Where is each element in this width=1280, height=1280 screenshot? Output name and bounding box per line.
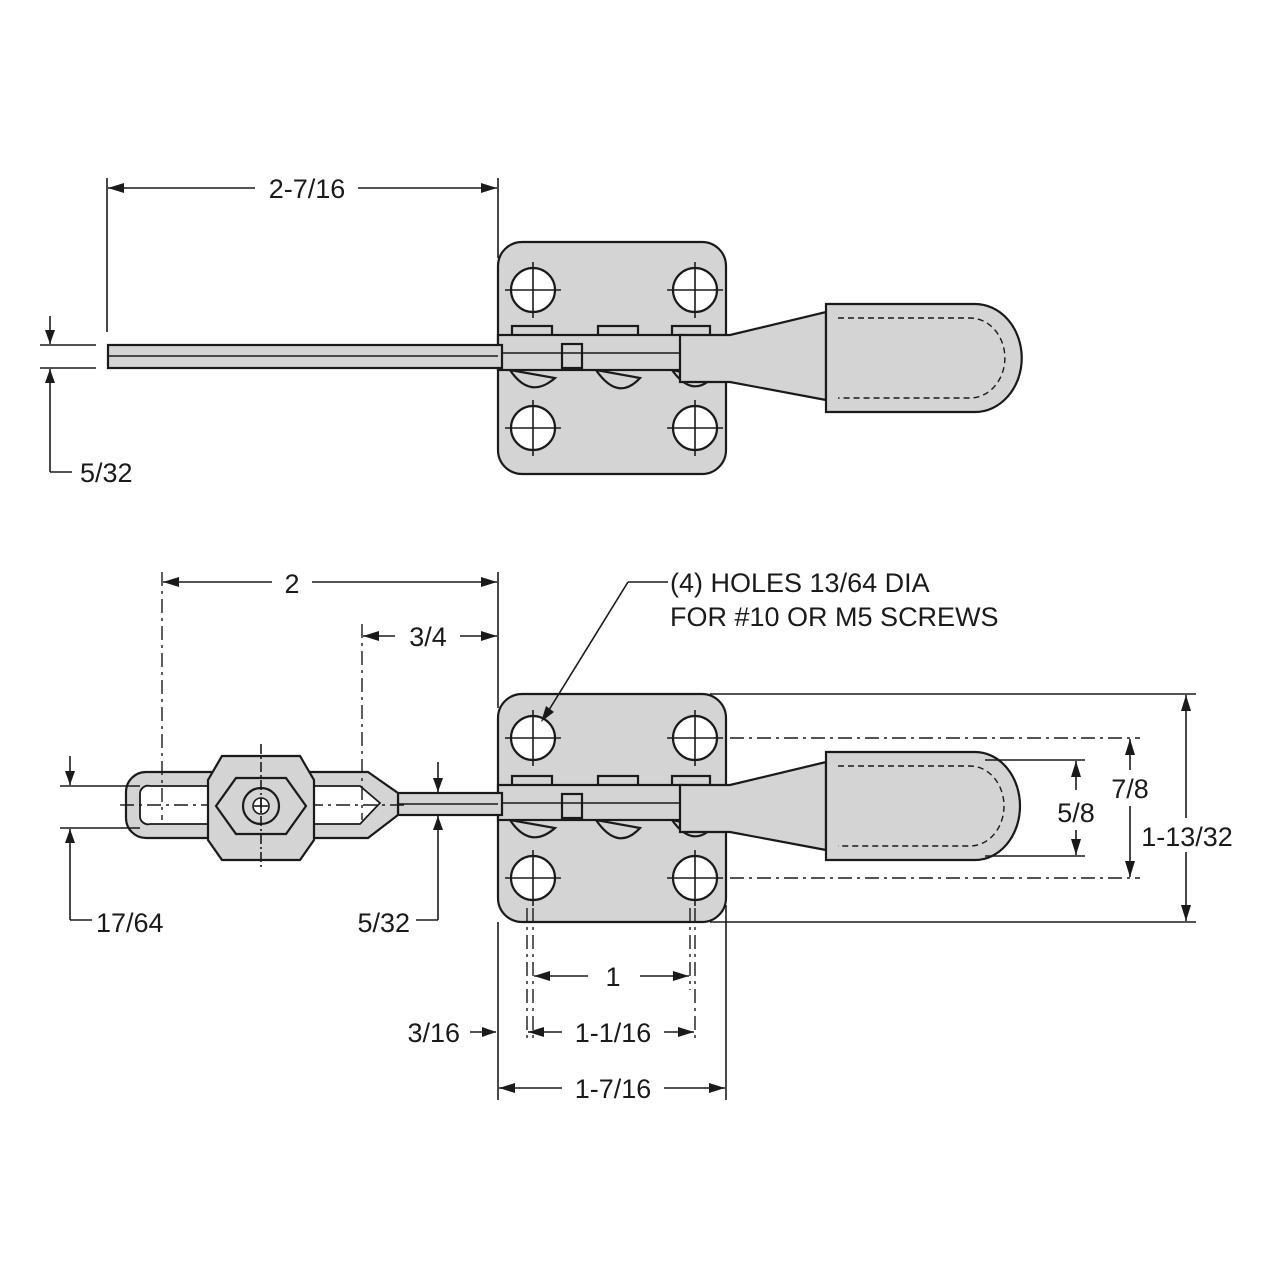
dim-reach: 2 bbox=[284, 569, 299, 599]
callout-holes-line1: (4) HOLES 13/64 DIA bbox=[670, 568, 930, 598]
dim-hole-spacing-v: 7/8 bbox=[1111, 774, 1149, 804]
dim-loop-width: 17/64 bbox=[96, 908, 164, 938]
top-view: 2-7/16 5/32 bbox=[40, 174, 1023, 488]
bottom-view: 2 3/4 (4) HOLES 13/64 DIA FOR #10 OR M5 … bbox=[60, 568, 1233, 1104]
dim-hole-outer: 1-1/16 bbox=[575, 1018, 652, 1048]
handle-grip bbox=[824, 302, 1023, 414]
dim-offset: 3/4 bbox=[409, 622, 447, 652]
dim-hole-spacing-h: 1 bbox=[605, 962, 620, 992]
callout-holes-line2: FOR #10 OR M5 SCREWS bbox=[670, 602, 999, 632]
dim-hole-edge: 3/16 bbox=[407, 1018, 460, 1048]
dim-grip-inner: 5/8 bbox=[1057, 798, 1095, 828]
dim-bar-thickness: 5/32 bbox=[357, 908, 410, 938]
dim-base-height: 1-13/32 bbox=[1141, 822, 1233, 852]
dim-top-bar-thickness: 5/32 bbox=[80, 458, 133, 488]
dim-top-length: 2-7/16 bbox=[269, 174, 346, 204]
handle-grip bbox=[824, 750, 1022, 862]
dim-base-width: 1-7/16 bbox=[575, 1074, 652, 1104]
